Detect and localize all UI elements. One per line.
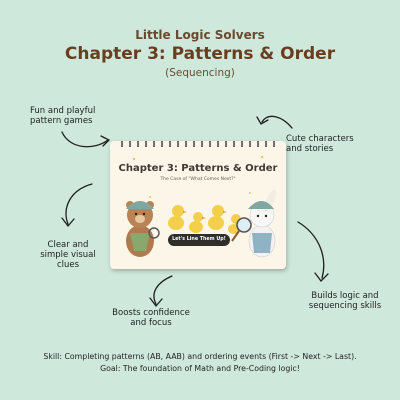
bunny-detective	[231, 189, 277, 258]
book-subtitle: The Case of "What Comes Next?"	[160, 177, 236, 182]
arrow-logic	[297, 221, 325, 279]
series-title: Little Logic Solvers	[135, 28, 265, 42]
callout-fun: Fun and playful pattern games	[30, 106, 96, 126]
bear-detective	[126, 201, 160, 257]
callout-characters: Cute characters and stories	[286, 134, 354, 154]
book-title: Chapter 3: Patterns & Order	[118, 163, 278, 174]
arrow-confidence	[153, 275, 173, 305]
duck-row	[168, 205, 241, 234]
arrow-fun	[61, 131, 109, 148]
book-cover: Chapter 3: Patterns & Order The Case of …	[110, 141, 286, 269]
arrow-clues	[65, 183, 93, 225]
chapter-title: Chapter 3: Patterns & Order	[64, 44, 336, 64]
arrowhead-clues	[61, 217, 75, 228]
callout-clues: Clear and simple visual clues	[40, 240, 96, 270]
callout-logic: Builds logic and sequencing skills	[308, 291, 382, 311]
spiral-binding	[121, 141, 275, 147]
arrowhead-confidence	[149, 297, 163, 308]
skill-line: Skill: Completing patterns (AB, AAB) and…	[43, 352, 357, 361]
chapter-subtitle: (Sequencing)	[165, 67, 235, 79]
sparkle-decor	[132, 155, 264, 198]
goal-line: Goal: The foundation of Math and Pre-Cod…	[100, 364, 300, 373]
arrow-characters	[261, 115, 293, 129]
arrowhead-fun	[100, 135, 111, 147]
book-illustration	[121, 141, 277, 258]
book-cta-banner: Let's Line Them Up!	[168, 234, 230, 246]
arrowhead-logic	[314, 272, 329, 282]
callout-confidence: Boosts confidence and focus	[112, 308, 190, 328]
arrowhead-characters	[256, 116, 269, 125]
